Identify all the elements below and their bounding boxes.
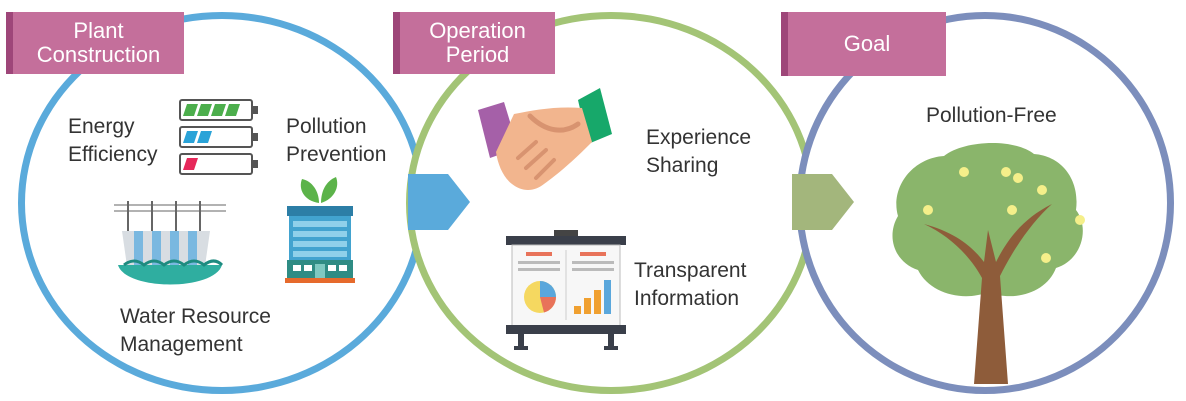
handshake-icon	[478, 88, 612, 190]
stage-tag-goal: Goal	[781, 12, 946, 76]
stage-title-line: Plant	[73, 18, 124, 43]
tree-icon	[892, 142, 1085, 384]
arrow-right-icon	[792, 174, 854, 230]
stage-tag-operation-period: Operation Period	[393, 12, 555, 74]
battery-icon	[179, 99, 258, 175]
plant-construction-circle	[18, 12, 426, 394]
pollution-free-label: Pollution-Free	[926, 104, 1057, 127]
green-building-icon	[285, 177, 355, 283]
pollution-prevention-label: Pollution Prevention	[286, 115, 387, 166]
hydro-dam-icon	[114, 201, 226, 285]
experience-sharing-label: Experience Sharing	[646, 126, 752, 177]
arrow-right-icon	[408, 174, 470, 230]
water-resource-management-label: Water Resource Management	[120, 305, 271, 356]
stage-title-line: Period	[445, 42, 510, 67]
presentation-board-icon	[506, 230, 626, 350]
stage-tag-plant-construction: Plant Construction	[6, 12, 184, 74]
transparent-information-label: Transparent Information	[634, 259, 747, 310]
stage-title-line: Operation	[429, 18, 526, 43]
energy-efficiency-label: Energy Efficiency	[68, 115, 158, 166]
stage-title: Goal	[843, 31, 891, 56]
stage-title-line: Construction	[36, 42, 161, 67]
